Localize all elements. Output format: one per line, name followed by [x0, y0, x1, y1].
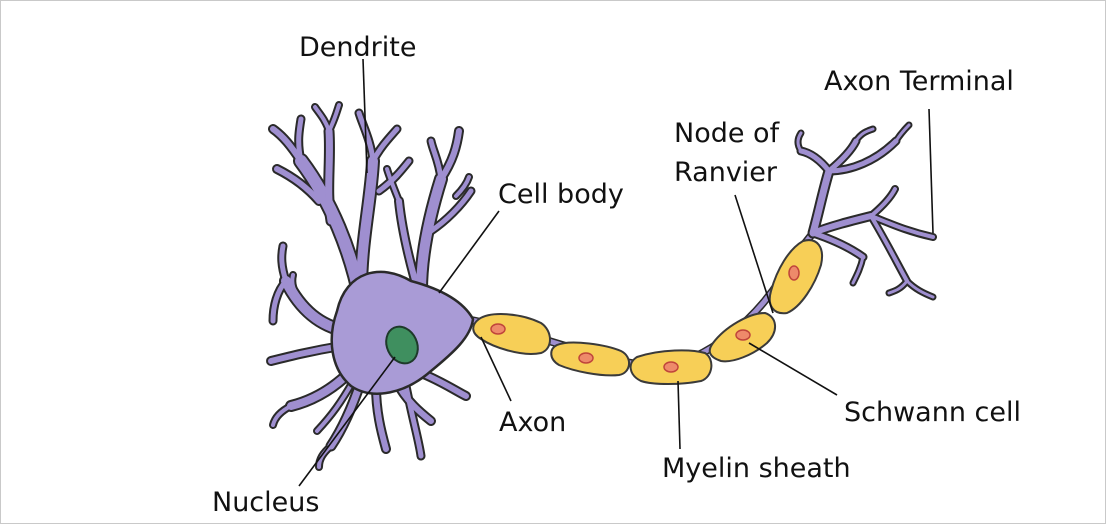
- dendrite-branch-4: [329, 131, 331, 221]
- schwann-cell-5: [770, 240, 822, 313]
- label-nucleus: Nucleus: [212, 487, 319, 518]
- leader-node-of-ranvier: [735, 195, 773, 313]
- schwann-cell-3: [631, 350, 712, 384]
- leader-schwann-cell: [749, 343, 837, 395]
- myelin-sheath: [473, 240, 822, 384]
- dendrite-branch-30: [406, 386, 421, 456]
- label-dendrite: Dendrite: [299, 32, 416, 63]
- dendrite-branch-2: [299, 119, 301, 161]
- dendrite-branch-11: [421, 179, 441, 291]
- leader-axon-terminal: [929, 109, 933, 233]
- label-myelin-sheath: Myelin sheath: [662, 453, 851, 484]
- label-axon: Axon: [499, 407, 566, 438]
- label-node-of-ranvier-line2: Ranvier: [674, 157, 778, 188]
- schwann-cell-2: [551, 343, 629, 376]
- schwann-cell-1: [473, 314, 550, 354]
- dendrite-branch-29: [421, 373, 466, 396]
- label-schwann-cell: Schwann cell: [844, 397, 1021, 428]
- leader-myelin-sheath: [678, 381, 680, 449]
- label-axon-terminal: Axon Terminal: [824, 66, 1014, 97]
- axon-terminal-branch-8: [871, 189, 895, 216]
- dendrite-branch-9: [373, 129, 397, 161]
- schwann-cell-4: [710, 313, 775, 361]
- label-node-of-ranvier-line1: Node of: [674, 118, 781, 149]
- label-cell-body: Cell body: [498, 179, 624, 210]
